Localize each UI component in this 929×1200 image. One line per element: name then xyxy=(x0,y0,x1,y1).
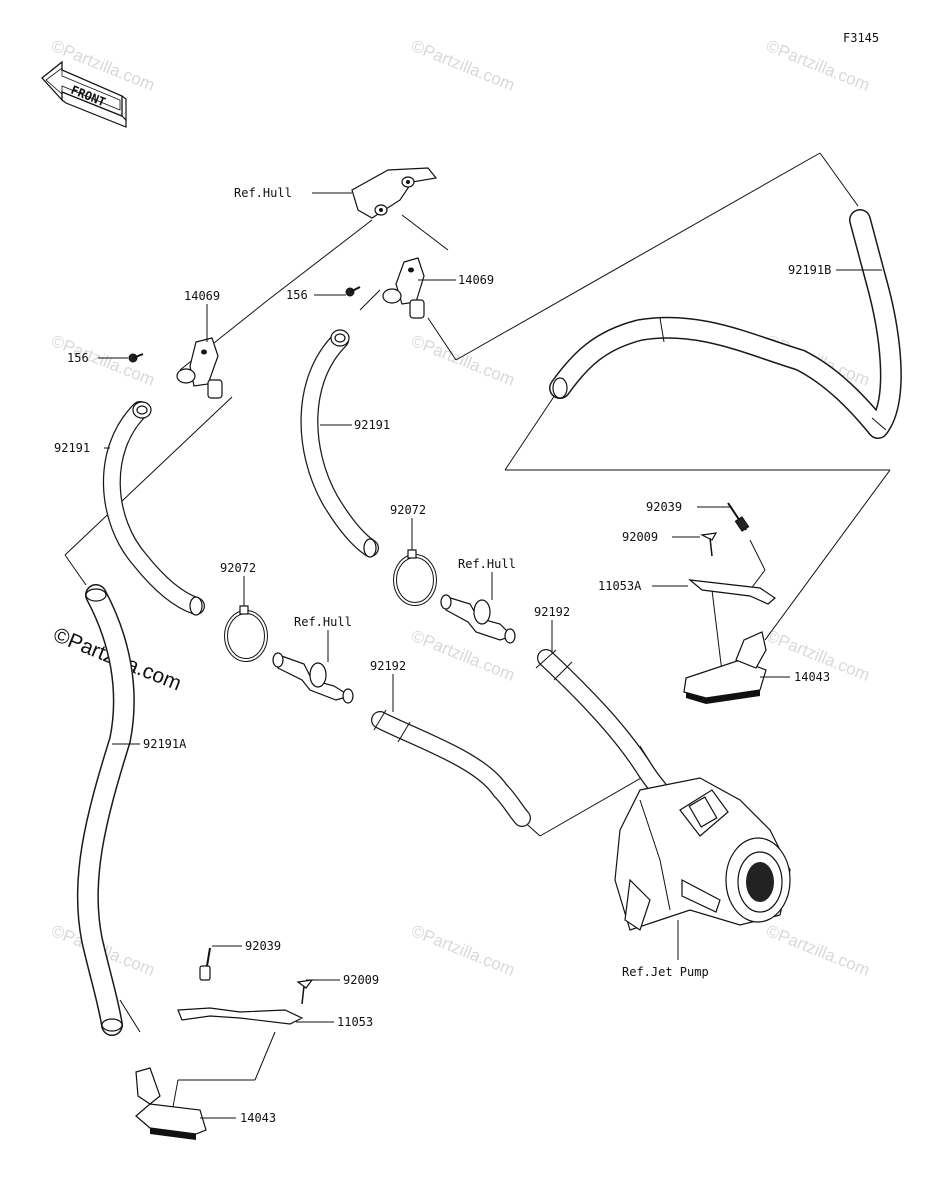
label-leaders xyxy=(98,192,882,1119)
watermark: ©Partzilla.com xyxy=(409,36,518,95)
label-14069-right: 14069 xyxy=(458,273,494,287)
label-14069-left: 14069 xyxy=(184,289,220,303)
strainer-assembly-right xyxy=(683,502,776,704)
label-156-left: 156 xyxy=(67,351,89,365)
watermark: ©Partzilla.com xyxy=(764,921,873,980)
hull-fitting-left xyxy=(272,652,354,704)
label-11053A: 11053A xyxy=(598,579,642,593)
screw-156-left xyxy=(128,353,144,363)
part-labels: Ref.Hull 14069 156 14069 156 92191 92191… xyxy=(54,186,831,1125)
label-92191B: 92191B xyxy=(788,263,831,277)
breather-fitting-14069-left xyxy=(176,337,223,399)
label-156-right: 156 xyxy=(286,288,308,302)
label-92039-right: 92039 xyxy=(646,500,682,514)
label-14043-right: 14043 xyxy=(794,670,830,684)
figure-code: F3145 xyxy=(843,31,879,45)
clamp-92072-center xyxy=(393,549,437,606)
hose-92191B xyxy=(549,209,902,439)
label-ref-hull-top: Ref.Hull xyxy=(234,186,292,200)
breather-fitting-14069-right xyxy=(382,257,425,319)
hull-bracket-top xyxy=(351,167,438,219)
jet-pump xyxy=(614,777,791,931)
label-92191A: 92191A xyxy=(143,737,187,751)
strainer-assembly-bottom xyxy=(135,947,314,1140)
hose-92191-left xyxy=(102,401,205,616)
label-92191-left: 92191 xyxy=(54,441,90,455)
watermark: ©Partzilla.com xyxy=(49,331,158,390)
label-92009-right: 92009 xyxy=(622,530,658,544)
label-92072-left: 92072 xyxy=(220,561,256,575)
label-92192-right: 92192 xyxy=(534,605,570,619)
clamp-92072-left xyxy=(224,605,268,662)
hose-92191-center xyxy=(300,329,379,558)
label-14043-bottom: 14043 xyxy=(240,1111,276,1125)
label-11053: 11053 xyxy=(337,1015,373,1029)
screw-156-right xyxy=(345,286,361,297)
watermark: ©Partzilla.com xyxy=(409,331,518,390)
label-92039-bottom: 92039 xyxy=(245,939,281,953)
hose-92191A xyxy=(76,584,135,1036)
watermark: ©Partzilla.com xyxy=(409,921,518,980)
label-92009-bottom: 92009 xyxy=(343,973,379,987)
label-92192-left: 92192 xyxy=(370,659,406,673)
label-ref-hull-center: Ref.Hull xyxy=(458,557,516,571)
label-ref-hull-left: Ref.Hull xyxy=(294,615,352,629)
hose-92192-left xyxy=(371,709,531,827)
label-92072-center: 92072 xyxy=(390,503,426,517)
label-ref-jet-pump: Ref.Jet Pump xyxy=(622,965,709,979)
hull-fitting-center xyxy=(440,594,516,644)
label-92191-center: 92191 xyxy=(354,418,390,432)
